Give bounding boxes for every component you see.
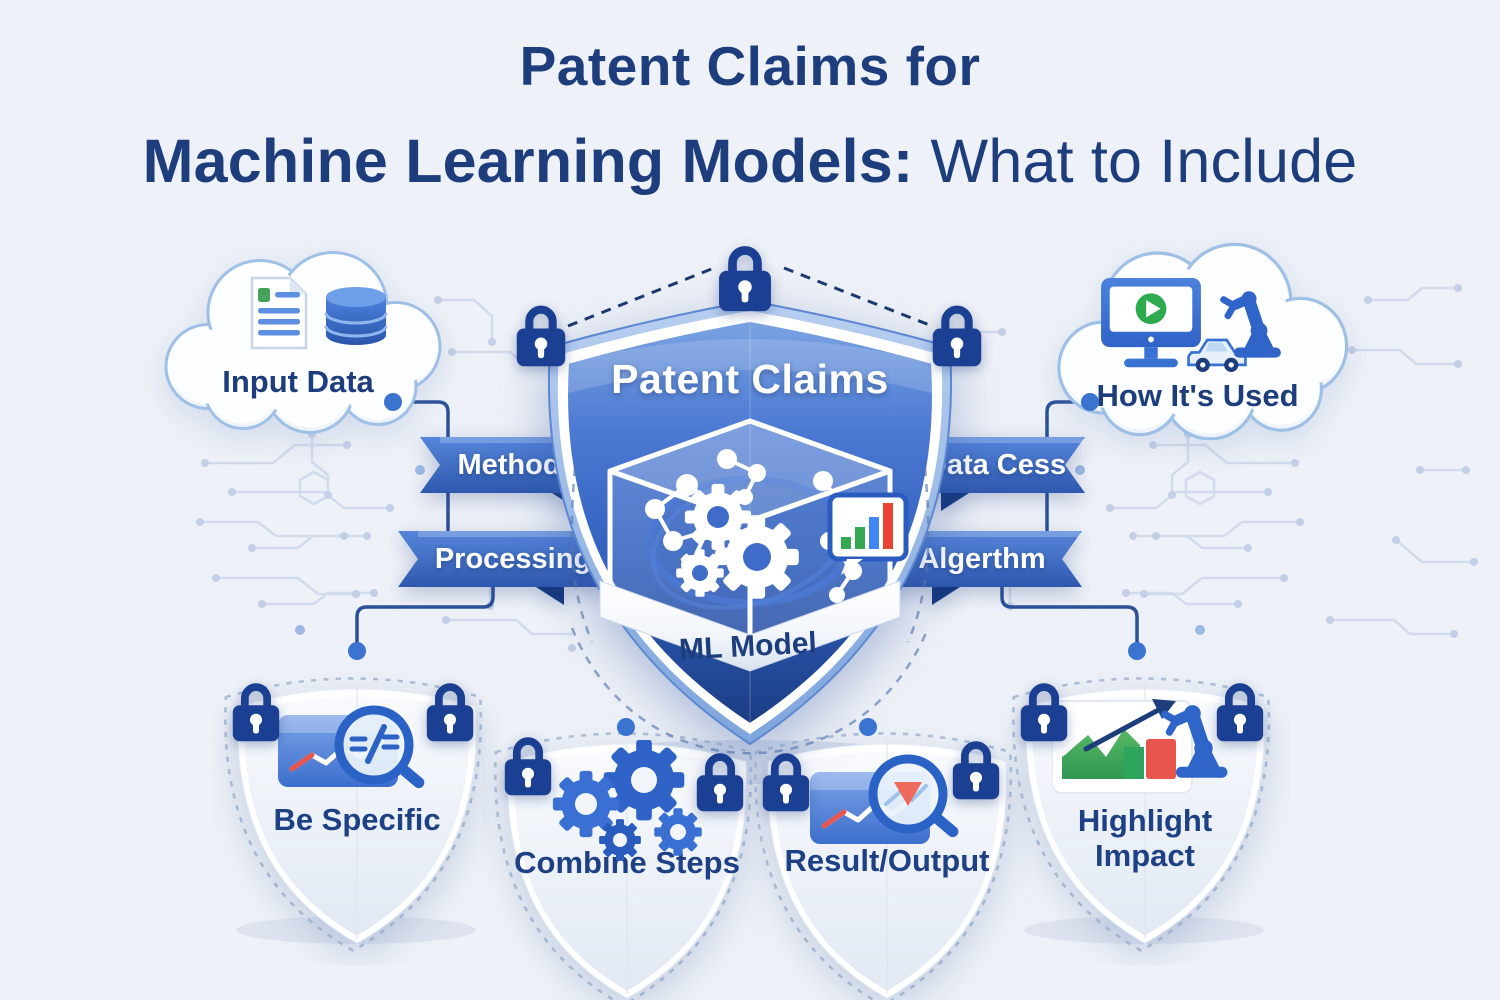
title-line-2-rest: What to Include bbox=[913, 127, 1358, 195]
ribbon-method-label: Method bbox=[457, 449, 561, 481]
lock-icon bbox=[1214, 676, 1266, 743]
monitor-play-icon bbox=[1101, 278, 1201, 368]
ribbon-algorithm: Algerthm bbox=[882, 531, 1082, 607]
ribbon-processing-label: Processing bbox=[434, 543, 592, 575]
ml-model-cube-icon bbox=[599, 418, 909, 672]
title-line-2: Machine Learning Models: What to Include bbox=[0, 126, 1500, 196]
gears-icon bbox=[676, 483, 799, 599]
lock-icon bbox=[930, 298, 984, 368]
lock-icon bbox=[760, 746, 812, 813]
database-icon bbox=[324, 287, 388, 345]
lock-icon bbox=[1018, 676, 1070, 743]
lock-icon bbox=[716, 238, 774, 313]
gears-icon bbox=[552, 740, 702, 861]
lock-icon bbox=[424, 676, 476, 743]
lock-icon bbox=[502, 730, 554, 797]
chart-magnifier-triangle-icon bbox=[810, 754, 959, 860]
lock-icon bbox=[514, 298, 568, 368]
document-icon bbox=[250, 276, 308, 350]
input-data-cloud: Input Data bbox=[148, 246, 448, 436]
lock-icon bbox=[230, 676, 282, 743]
title-line-1: Patent Claims for bbox=[519, 35, 981, 97]
circuit-accent-dots bbox=[295, 465, 1205, 635]
result-output-label: Result/Output bbox=[784, 843, 990, 878]
highlight-impact-label: Highlight Impact bbox=[1077, 803, 1213, 873]
impact-chart-robot-arm-icon bbox=[1052, 699, 1228, 794]
be-specific-label: Be Specific bbox=[273, 802, 441, 837]
ribbon-processing: Processing bbox=[398, 531, 628, 607]
bar-chart-icon bbox=[827, 492, 909, 575]
ribbon-data-process-label: Data Cess bbox=[925, 449, 1067, 481]
chart-magnifier-slash-icon bbox=[278, 705, 425, 807]
page-title: Patent Claims for Machine Learning Model… bbox=[0, 34, 1500, 196]
how-its-used-label: How It's Used bbox=[1096, 378, 1299, 413]
input-data-label: Input Data bbox=[222, 364, 374, 399]
vehicle-icon bbox=[1187, 338, 1247, 372]
patent-claims-shield bbox=[540, 285, 960, 750]
combine-steps-shield: Combine Steps bbox=[482, 700, 772, 1000]
circuit-dots bbox=[196, 284, 1478, 652]
connector-lines bbox=[355, 400, 1139, 647]
lock-icon bbox=[694, 746, 746, 813]
lock-icon bbox=[950, 734, 1002, 801]
ribbon-algorithm-label: Algerthm bbox=[918, 543, 1046, 575]
title-line-2-strong: Machine Learning Models: bbox=[142, 127, 914, 195]
impact-chart-icon bbox=[1052, 699, 1193, 794]
highlight-impact-shield: Highlight Impact bbox=[1000, 645, 1290, 965]
result-output-shield: Result/Output bbox=[742, 700, 1032, 1000]
how-its-used-cloud: How It's Used bbox=[1040, 240, 1355, 440]
be-specific-shield: Be Specific bbox=[212, 645, 502, 965]
center-shield-title: Patent Claims bbox=[611, 356, 889, 402]
robot-arm-icon bbox=[1219, 291, 1281, 358]
